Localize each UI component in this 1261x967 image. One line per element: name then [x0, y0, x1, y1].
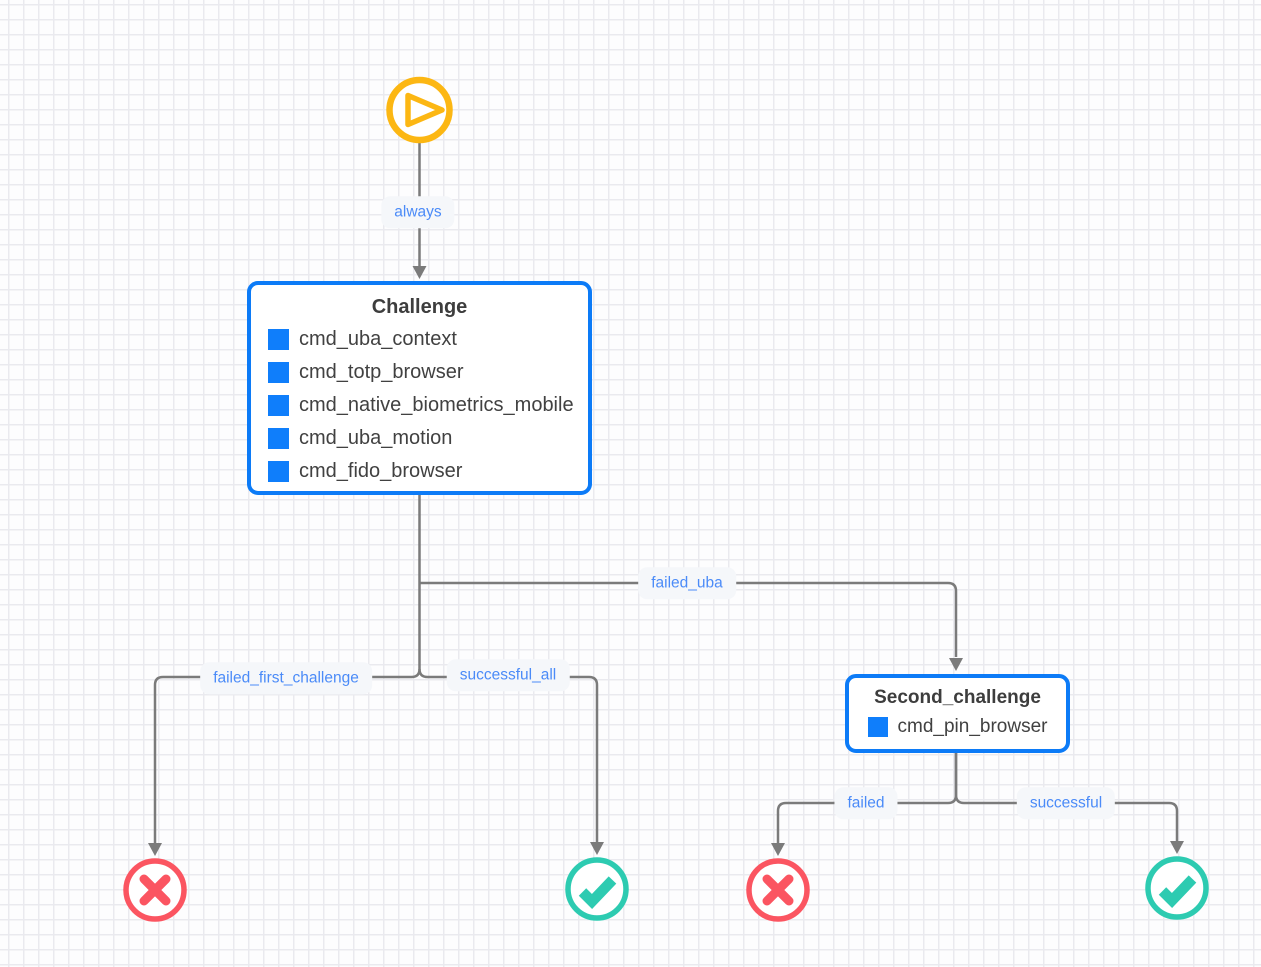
challenge-node[interactable]: Challenge cmd_uba_context cmd_totp_brows… — [247, 281, 592, 495]
arrowhead-challenge — [412, 266, 427, 279]
check-icon — [1158, 875, 1197, 909]
command-square-icon — [268, 362, 289, 383]
x-icon — [139, 874, 171, 906]
end-node-fail-right[interactable] — [746, 858, 810, 922]
command-item: cmd_uba_motion — [268, 422, 588, 455]
edge-failed-first-challenge[interactable] — [153, 668, 421, 843]
command-square-icon — [268, 428, 289, 449]
command-list: cmd_uba_context cmd_totp_browser cmd_nat… — [251, 323, 588, 488]
end-node-success-left[interactable] — [565, 857, 629, 921]
start-node-ring — [386, 76, 453, 144]
end-node-fail-left[interactable] — [123, 858, 187, 922]
edge-successful-all[interactable] — [418, 668, 599, 842]
arrowhead-second-challenge — [949, 658, 963, 671]
command-item: cmd_fido_browser — [268, 455, 588, 488]
command-item: cmd_native_biometrics_mobile — [268, 389, 588, 422]
edge-label-failed-uba[interactable]: failed_uba — [638, 567, 736, 599]
arrowhead-fail-left — [148, 843, 162, 856]
node-title: Challenge — [371, 296, 468, 318]
play-icon — [405, 92, 445, 128]
node-title: Second_challenge — [874, 687, 1041, 708]
arrowhead-success-right — [1170, 841, 1184, 854]
x-icon — [762, 874, 794, 906]
command-square-icon — [268, 395, 289, 416]
edge-label-successful[interactable]: successful — [1016, 787, 1116, 819]
edge-failed-uba[interactable] — [419, 581, 958, 657]
command-square-icon — [268, 329, 289, 350]
command-item: cmd_uba_context — [268, 323, 588, 356]
command-square-icon — [867, 717, 888, 737]
command-item: cmd_pin_browser — [849, 711, 1066, 743]
edge-label-failed-first-challenge[interactable]: failed_first_challenge — [200, 662, 372, 694]
arrowhead-fail-right — [771, 843, 785, 856]
command-item: cmd_totp_browser — [268, 356, 588, 389]
start-node[interactable] — [386, 76, 453, 144]
command-square-icon — [268, 461, 289, 482]
arrowhead-success-left — [590, 842, 604, 855]
edge-label-always[interactable]: always — [381, 196, 455, 228]
check-icon — [578, 876, 617, 910]
second-challenge-node[interactable]: Second_challenge cmd_pin_browser — [845, 674, 1070, 753]
command-list: cmd_pin_browser — [849, 711, 1066, 743]
edge-label-failed[interactable]: failed — [834, 787, 898, 819]
end-node-success-right[interactable] — [1145, 856, 1209, 920]
edge-label-successful-all[interactable]: successful_all — [446, 659, 570, 691]
